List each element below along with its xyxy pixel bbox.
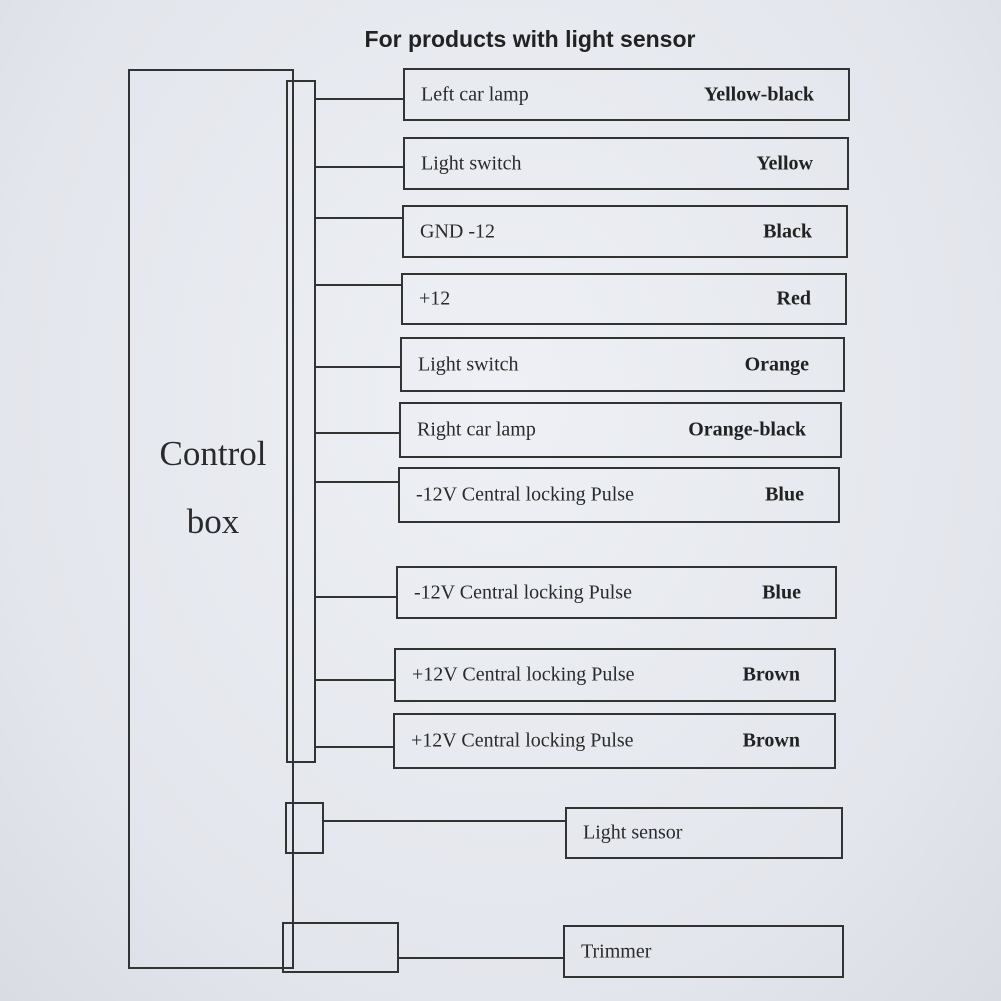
wire-line — [316, 166, 404, 168]
wire-line — [316, 596, 397, 598]
wire-line — [316, 432, 400, 434]
wire-label: -12V Central locking Pulse — [416, 483, 634, 506]
control-box-label: Control box — [128, 420, 298, 556]
wire-label: Right car lamp — [417, 418, 536, 441]
wire-color: Brown — [742, 663, 800, 686]
wire-color: Yellow — [756, 152, 813, 174]
wire-line — [316, 366, 401, 368]
wire-label: +12 — [419, 287, 451, 310]
wire-box-light-switch-yellow: Light switch Yellow — [403, 137, 849, 190]
wire-color: Yellow-black — [704, 83, 814, 105]
wire-box-plus12v-pulse-1: +12V Central locking Pulse Brown — [394, 648, 836, 702]
wire-color: Red — [776, 287, 811, 310]
wire-box-left-car-lamp: Left car lamp Yellow-black — [403, 68, 850, 121]
trimmer-connector — [282, 922, 399, 973]
wire-label: -12V Central locking Pulse — [414, 581, 632, 603]
sensor-label: Trimmer — [581, 940, 652, 962]
wire-label: +12V Central locking Pulse — [411, 729, 634, 752]
wire-label: Light switch — [418, 353, 519, 375]
wire-box-minus12v-pulse-2: -12V Central locking Pulse Blue — [396, 566, 837, 619]
wire-label: +12V Central locking Pulse — [412, 663, 635, 686]
wire-box-minus12v-pulse-1: -12V Central locking Pulse Blue — [398, 467, 840, 523]
control-box-label-line2: box — [186, 502, 240, 541]
wire-box-light-switch-orange: Light switch Orange — [400, 337, 845, 392]
main-connector — [286, 80, 316, 763]
sensor-label: Light sensor — [583, 821, 683, 844]
wire-color: Brown — [742, 729, 800, 752]
wire-color: Orange-black — [688, 418, 806, 441]
wire-line — [316, 217, 403, 219]
control-box-label-line1: Control — [159, 434, 267, 473]
wire-line — [316, 746, 394, 748]
wire-color: Orange — [744, 353, 809, 375]
sensor-box-trimmer: Trimmer — [563, 925, 844, 978]
wire-line — [316, 481, 399, 483]
wire-line — [316, 284, 402, 286]
wire-box-right-car-lamp: Right car lamp Orange-black — [399, 402, 842, 458]
light-sensor-connector — [285, 802, 324, 854]
sensor-box-light-sensor: Light sensor — [565, 807, 843, 859]
wire-line — [316, 98, 404, 100]
wire-box-plus12v-pulse-2: +12V Central locking Pulse Brown — [393, 713, 836, 769]
wire-label: Left car lamp — [421, 83, 529, 105]
wire-color: Blue — [762, 581, 801, 603]
wire-box-plus12: +12 Red — [401, 273, 847, 325]
wire-color: Blue — [765, 483, 804, 506]
wire-label: Light switch — [421, 152, 522, 174]
wire-line — [399, 957, 564, 959]
diagram-title: For products with light sensor — [364, 26, 696, 52]
wire-color: Black — [763, 220, 812, 242]
wire-label: GND -12 — [420, 220, 495, 242]
wire-box-gnd: GND -12 Black — [402, 205, 848, 258]
control-box — [128, 69, 294, 969]
wire-line — [316, 679, 395, 681]
wire-line — [324, 820, 566, 822]
